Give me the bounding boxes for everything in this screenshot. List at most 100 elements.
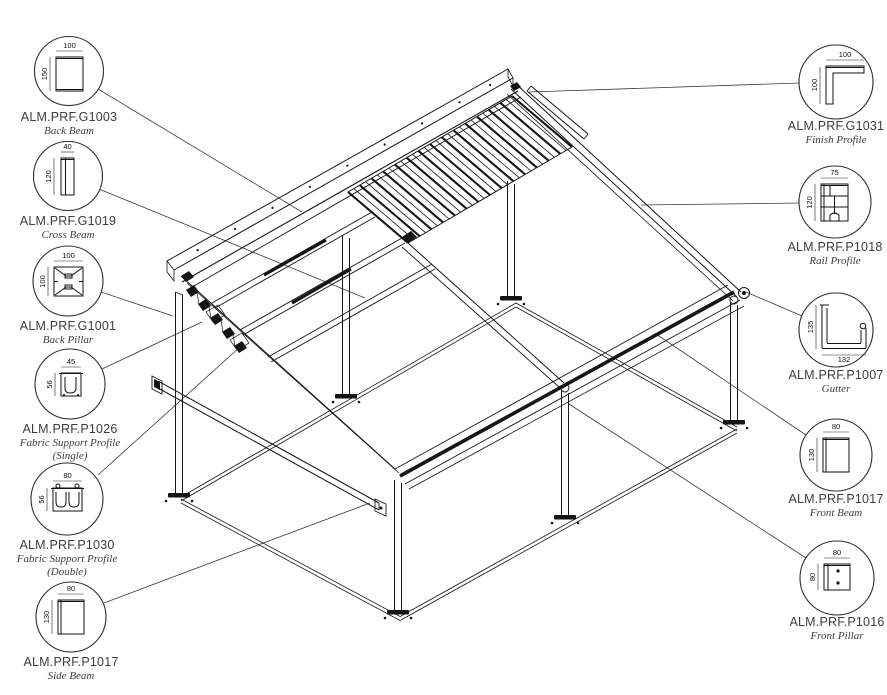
profile-glyph-cross-beam [60, 157, 75, 196]
dim-label-top: 45 [67, 357, 75, 366]
leader-fabric-single [101, 321, 203, 370]
gutter-front-edge [394, 284, 745, 490]
callout-circle [33, 35, 105, 107]
dim-label-side: 150 [40, 68, 49, 81]
callout-code-label: ALM.PRF.G1019 [20, 214, 116, 228]
callout-subtitle: Cross Beam [41, 229, 94, 241]
leader-cross-beam [98, 188, 366, 299]
callout-gutter: 135 132 ALM.PRF.P1007 Gutter [788, 292, 883, 395]
callout-front-beam: 80 130 ALM.PRF.P1017 Front Beam [788, 418, 883, 519]
floating-side-beam [151, 375, 387, 517]
dim-label-top: 100 [62, 251, 75, 260]
callout-fabric-support-single: 45 56 ALM.PRF.P1026 Fabric Support Profi… [19, 348, 121, 462]
callout-subtitle: Finish Profile [804, 134, 866, 146]
dim-label-top: 80 [63, 471, 71, 480]
callout-circle [34, 348, 106, 420]
callout-rail-profile: 75 120 ALM.PRF.P1018 Rail Profile [787, 165, 882, 267]
leader-rail-profile [640, 202, 801, 206]
fabric-support-stack [186, 285, 250, 353]
callout-side-beam: 80 130 ALM.PRF.P1017 Side Beam [23, 581, 118, 682]
callout-code-label: ALM.PRF.P1016 [789, 615, 884, 629]
open-section-rails [211, 211, 436, 363]
profile-glyph-fabric-double [51, 483, 84, 512]
callout-code-label: ALM.PRF.P1017 [23, 655, 118, 669]
callout-subtitle: Fabric Support Profile [19, 437, 121, 449]
callout-circle [35, 581, 107, 653]
callout-code-label: ALM.PRF.G1003 [21, 110, 117, 124]
dim-label-side: 130 [807, 449, 816, 462]
front-mid-pillar [560, 383, 570, 517]
callout-subtitle: Back Beam [44, 125, 94, 137]
leader-back-beam [97, 88, 303, 213]
callout-code-label: ALM.PRF.P1030 [19, 538, 114, 552]
profile-glyph-side-beam [57, 599, 85, 635]
profile-glyph-front-pillar [823, 563, 851, 591]
dim-label-top: 40 [63, 142, 71, 151]
callout-back-beam: 100 150 ALM.PRF.G1003 Back Beam [21, 35, 117, 137]
back-beam [166, 67, 522, 291]
dim-label-top: 80 [67, 584, 75, 593]
leader-lines [97, 82, 807, 604]
pergola-structure [151, 67, 750, 622]
profile-glyph-back-beam [55, 56, 84, 92]
callout-code-label: ALM.PRF.P1026 [22, 422, 117, 436]
profile-glyph-front-beam [822, 437, 850, 473]
callout-subtitle: Back Pillar [43, 334, 94, 346]
profile-glyph-fabric-single [59, 372, 83, 397]
dim-label-side: 56 [37, 495, 46, 503]
callout-subtitle: Side Beam [48, 670, 95, 682]
callout-code-label: ALM.PRF.P1007 [788, 368, 883, 382]
leader-back-pillar [100, 291, 174, 317]
front-right-pillar [729, 295, 739, 422]
leader-fabric-double [97, 346, 241, 476]
callout-circle [799, 540, 875, 616]
dim-label-side: 120 [44, 170, 53, 183]
profile-glyph-finish-profile [825, 65, 865, 105]
leader-finish-profile [528, 82, 800, 93]
back-beam-holes [196, 83, 492, 252]
callout-circle [30, 462, 104, 536]
dim-label-side: 120 [805, 196, 814, 209]
roof-louvers [347, 95, 573, 244]
louver-band [347, 95, 573, 244]
dim-label-bottom: 132 [838, 355, 851, 364]
leader-front-pillar [568, 403, 807, 559]
pillars [164, 181, 749, 620]
callout-circle [798, 44, 874, 120]
right-rail [506, 82, 750, 302]
callout-circle [32, 245, 104, 317]
callout-fabric-support-double: 80 56 ALM.PRF.P1030 Fabric Support Profi… [16, 462, 118, 578]
callout-code-label: ALM.PRF.G1031 [788, 119, 884, 133]
dim-label-side: 100 [38, 275, 47, 288]
dim-label-side: 80 [808, 573, 817, 581]
dim-label-side: 100 [810, 79, 819, 92]
front-left-pillar [394, 480, 402, 612]
callout-circle [32, 140, 104, 212]
callout-subtitle: Fabric Support Profile [16, 553, 118, 565]
profile-glyph-back-pillar [53, 266, 84, 297]
callout-finish-profile: 100 100 ALM.PRF.G1031 Finish Profile [788, 44, 884, 146]
callout-code-label: ALM.PRF.P1018 [787, 240, 882, 254]
callout-subtitle-2: (Double) [47, 566, 87, 578]
dim-label-top: 75 [830, 168, 838, 177]
callout-subtitle: Rail Profile [808, 255, 860, 267]
leader-side-beam [103, 502, 371, 604]
mid-rail [401, 231, 565, 388]
back-mid-pillar [342, 235, 350, 396]
callout-subtitle-2: (Single) [53, 450, 88, 462]
pillar-feet [164, 296, 749, 620]
profile-glyph-rail-profile [820, 183, 849, 222]
callout-code-label: ALM.PRF.G1001 [20, 319, 116, 333]
dim-label-top: 100 [63, 41, 76, 50]
dim-label-top: 80 [832, 422, 840, 431]
dim-label-side: 135 [806, 321, 815, 334]
callout-back-pillar: 100 100 ALM.PRF.G1001 Back Pillar [20, 245, 116, 346]
dim-label-side: 56 [45, 380, 54, 388]
ground-beams [180, 302, 738, 622]
dim-label-top: 100 [839, 50, 852, 59]
callout-subtitle: Gutter [822, 383, 851, 395]
callout-circle [799, 418, 873, 492]
callout-cross-beam: 40 120 ALM.PRF.G1019 Cross Beam [20, 140, 116, 241]
